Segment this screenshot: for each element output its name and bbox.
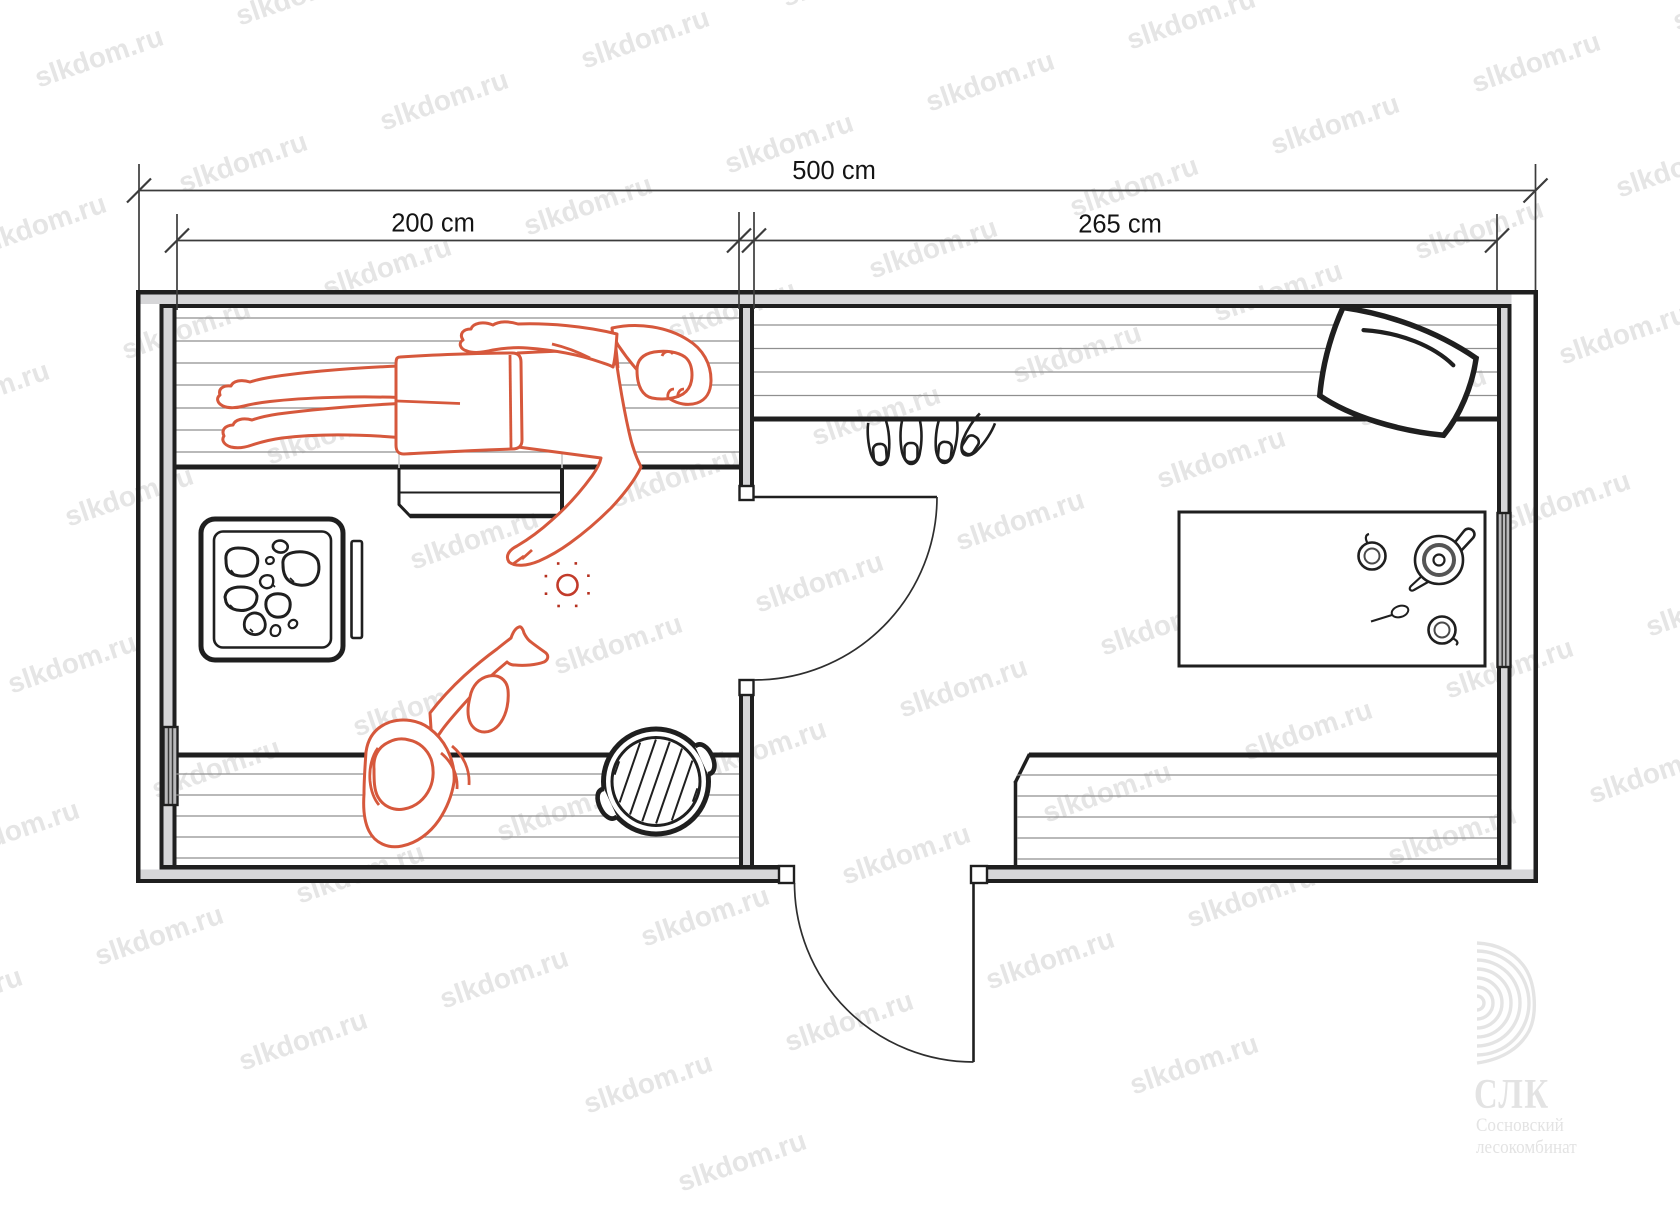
- svg-text:265 cm: 265 cm: [1078, 211, 1162, 239]
- svg-text:slkdom.ru: slkdom.ru: [1669, 0, 1680, 36]
- svg-text:500 cm: 500 cm: [792, 157, 876, 185]
- svg-text:лесокомбинат: лесокомбинат: [1476, 1136, 1577, 1157]
- svg-text:Сосновский: Сосновский: [1476, 1114, 1564, 1135]
- svg-text:200 cm: 200 cm: [391, 210, 475, 238]
- svg-text:СЛК: СЛК: [1474, 1071, 1550, 1118]
